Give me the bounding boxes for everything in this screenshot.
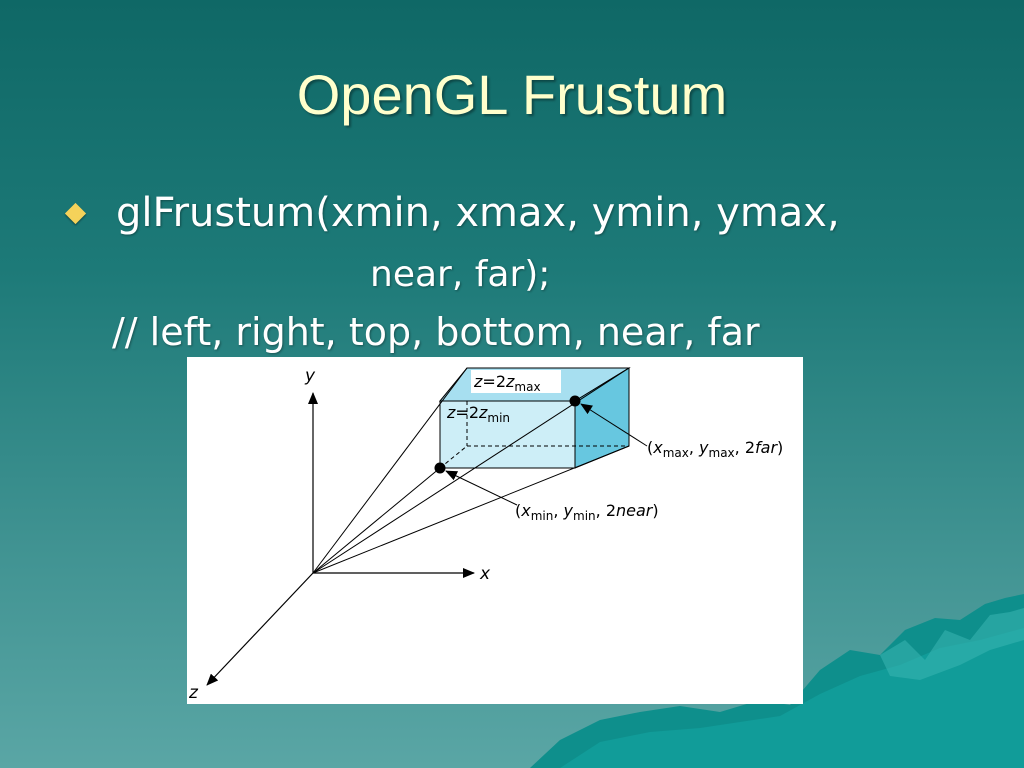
z-axis — [206, 572, 314, 686]
near-point-label: (xmin, ymin, 2near) — [515, 501, 659, 523]
far-plane-label-bg — [471, 370, 561, 393]
z-axis-label: z — [188, 683, 199, 703]
near-corner-point — [434, 462, 446, 474]
bullet-text: glFrustum(xmin, xmax, ymin, ymax, — [116, 190, 840, 236]
frustum-edge-line — [312, 445, 630, 574]
frustum-diagram: y x z z=2zmax z=2zmin (xmax, ymax, 2far)… — [187, 357, 803, 704]
far-plane-label: z=2zmax — [473, 372, 541, 394]
near-point-leader — [445, 470, 518, 506]
frustum-diagram-svg: y x z z=2zmax z=2zmin (xmax, ymax, 2far)… — [188, 366, 783, 703]
frustum-edge-line — [312, 367, 468, 574]
near-plane-label: z=2zmin — [446, 403, 510, 425]
bullet-continuation: near, far); — [370, 254, 551, 295]
slide-title: OpenGL Frustum — [296, 63, 728, 126]
frustum-edge-line — [312, 467, 441, 574]
far-point-label: (xmax, ymax, 2far) — [647, 438, 783, 460]
comment-line: // left, right, top, bottom, near, far — [112, 310, 760, 354]
far-point-leader — [580, 403, 648, 447]
x-axis-label: x — [479, 564, 491, 584]
y-axis-label: y — [304, 366, 316, 386]
far-corner-point — [569, 395, 581, 407]
hidden-edge — [439, 445, 468, 469]
